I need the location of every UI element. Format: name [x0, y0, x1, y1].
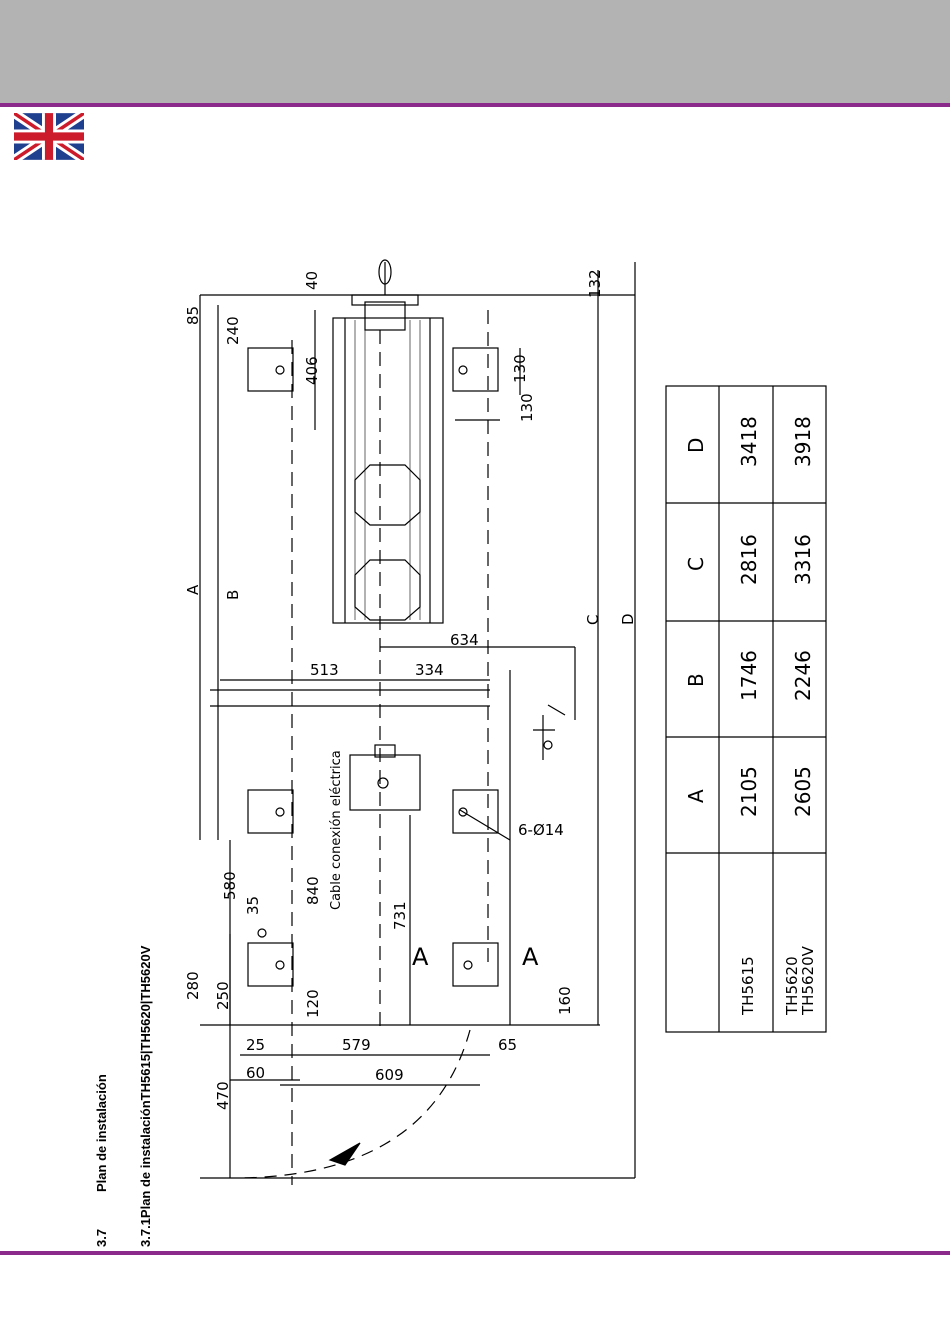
dim-840: 840	[304, 876, 322, 905]
dim-160: 160	[556, 986, 574, 1015]
table-cell: 2605	[791, 766, 815, 817]
table-cell: 3918	[791, 416, 815, 467]
dim-40: 40	[303, 271, 321, 290]
dim-85: 85	[184, 306, 202, 325]
section-number: 3.7	[94, 1229, 109, 1247]
table-cell: 2246	[791, 650, 815, 701]
dim-65: 65	[498, 1036, 517, 1054]
chuck	[350, 755, 420, 810]
dim-406: 406	[303, 356, 321, 385]
table-header-B: B	[684, 673, 708, 687]
dim-240: 240	[224, 316, 242, 345]
dim-334: 334	[415, 661, 444, 679]
foot-block	[453, 943, 498, 986]
hole-label: 6-Ø14	[518, 821, 564, 839]
dim-580: 580	[221, 871, 239, 900]
foot-block	[248, 790, 293, 833]
footer-accent-line	[0, 1251, 950, 1255]
dim-513: 513	[310, 661, 339, 679]
dim-D: D	[619, 613, 637, 625]
dim-35: 35	[244, 896, 262, 915]
dim-609: 609	[375, 1066, 404, 1084]
dim-634: 634	[450, 631, 479, 649]
dim-250: 250	[214, 981, 232, 1010]
table-model-TH5620V: TH5620V	[799, 945, 817, 1016]
cable-label: Cable conexión eléctrica	[329, 750, 344, 910]
foot-block	[453, 790, 498, 833]
handwheel-icon	[365, 302, 405, 330]
dim-25: 25	[246, 1036, 265, 1054]
dim-731: 731	[391, 901, 409, 930]
dim-130-a: 130	[511, 354, 529, 383]
table-cell: 2105	[737, 766, 761, 817]
dim-470: 470	[214, 1081, 232, 1110]
table-model-TH5615: TH5615	[739, 956, 757, 1016]
foot-block	[248, 348, 293, 391]
foot-block	[248, 943, 293, 986]
dim-132: 132	[586, 269, 604, 298]
table-header-A: A	[684, 789, 708, 803]
table-cell: 3316	[791, 534, 815, 585]
machine-bed	[333, 318, 443, 623]
dim-C: C	[584, 615, 602, 625]
uk-flag-icon	[14, 113, 84, 160]
subsection-title: 3.7.1Plan de instalaciónTH5615|TH5620|TH…	[138, 946, 153, 1247]
section-marker-left: A	[412, 943, 429, 971]
dim-A: A	[184, 584, 202, 595]
header-accent-line	[0, 103, 950, 107]
table-cell: 2816	[737, 534, 761, 585]
section-marker-right: A	[522, 943, 539, 971]
dim-120: 120	[304, 989, 322, 1018]
foot-block	[453, 348, 498, 391]
table-cell: 3418	[737, 416, 761, 467]
installation-drawing: 85 240 40 406 130 130 132 A B C D 634 51…	[180, 250, 660, 1185]
section-title: Plan de instalación	[94, 1074, 109, 1192]
dimension-table: D C B A 3418 2816 1746 2105 3918 3316 22…	[665, 385, 827, 1033]
dim-B: B	[224, 590, 242, 600]
dim-280: 280	[184, 971, 202, 1000]
table-header-C: C	[684, 557, 708, 571]
dim-579: 579	[342, 1036, 371, 1054]
header-band	[0, 0, 950, 103]
dim-60: 60	[246, 1064, 265, 1082]
table-cell: 1746	[737, 650, 761, 701]
table-header-D: D	[684, 438, 708, 453]
dim-130-b: 130	[518, 393, 536, 422]
